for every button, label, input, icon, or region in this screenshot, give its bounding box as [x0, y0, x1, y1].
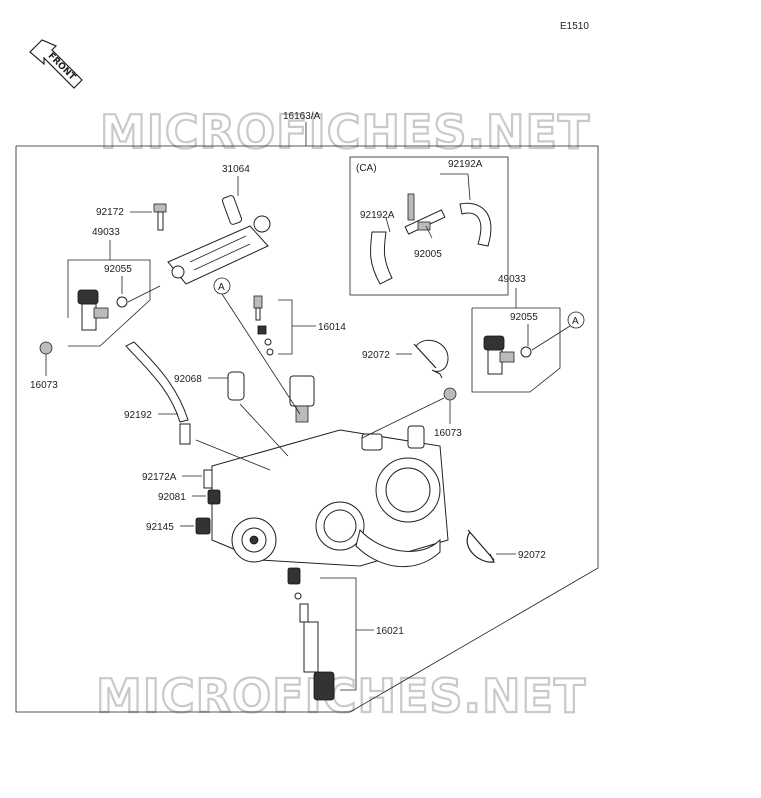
- fuel-rail: [167, 195, 271, 285]
- part-label-49033-left: 49033: [92, 227, 120, 238]
- svg-text:A: A: [218, 282, 225, 293]
- diagram-code: E1510: [560, 21, 589, 32]
- part-label-92192A-left: 92192A: [360, 210, 395, 221]
- part-label-92192: 92192: [124, 410, 152, 421]
- clamp-92072-bottom: [466, 529, 495, 563]
- injector-left: [77, 289, 109, 331]
- part-label-92068: 92068: [174, 374, 202, 385]
- ref-marker-a-left: A: [213, 277, 231, 295]
- idle-screw-16021: [287, 567, 374, 701]
- front-arrow-icon: FRONT: [29, 39, 83, 89]
- bolt-92172A: [203, 469, 213, 489]
- o-ring-92055-left: [116, 296, 128, 308]
- part-label-49033-right: 49033: [498, 274, 526, 285]
- part-label-16021: 16021: [376, 626, 404, 637]
- assembly-number: 16163/A: [283, 111, 321, 122]
- part-label-92192A-top: 92192A: [448, 159, 483, 170]
- hose-end: [179, 423, 191, 445]
- throttle-body: [211, 375, 449, 568]
- part-label-92072-top: 92072: [362, 350, 390, 361]
- part-label-92072-bottom: 92072: [518, 550, 546, 561]
- grommet-16073-left: [39, 341, 53, 355]
- watermark-bottom: MICROFICHES.NET: [96, 669, 586, 723]
- watermark-top: MICROFICHES.NET: [100, 105, 590, 159]
- part-label-92055-left: 92055: [104, 264, 132, 275]
- part-label-16073-left: 16073: [30, 380, 58, 391]
- part-label-16073-right: 16073: [434, 428, 462, 439]
- hose-92192: [125, 341, 189, 423]
- part-label-92145: 92145: [146, 522, 174, 533]
- clamp-92072-top: [413, 339, 449, 379]
- part-label-92081: 92081: [158, 492, 186, 503]
- part-label-16014: 16014: [318, 322, 346, 333]
- spring-92081: [207, 489, 221, 505]
- bolt-92172: [153, 203, 167, 231]
- o-ring-92055-right: [520, 346, 532, 358]
- ref-marker-a-right: A: [567, 311, 585, 329]
- sensor-stack-16014: [253, 295, 316, 356]
- part-label-92172A: 92172A: [142, 472, 177, 483]
- part-label-92055-right: 92055: [510, 312, 538, 323]
- front-label: FRONT: [46, 51, 78, 83]
- part-label-31064: 31064: [222, 164, 250, 175]
- assembly-frame: [15, 122, 599, 713]
- grommet-16073-right: [443, 387, 457, 401]
- injector-right: [483, 335, 515, 375]
- part-label-92005: 92005: [414, 249, 442, 260]
- part-label-92172: 92172: [96, 207, 124, 218]
- ca-inset-box: [349, 156, 509, 296]
- svg-text:A: A: [572, 316, 579, 327]
- cap-92068: [227, 371, 245, 401]
- spring-92145: [195, 517, 211, 535]
- ca-label: (CA): [356, 163, 377, 174]
